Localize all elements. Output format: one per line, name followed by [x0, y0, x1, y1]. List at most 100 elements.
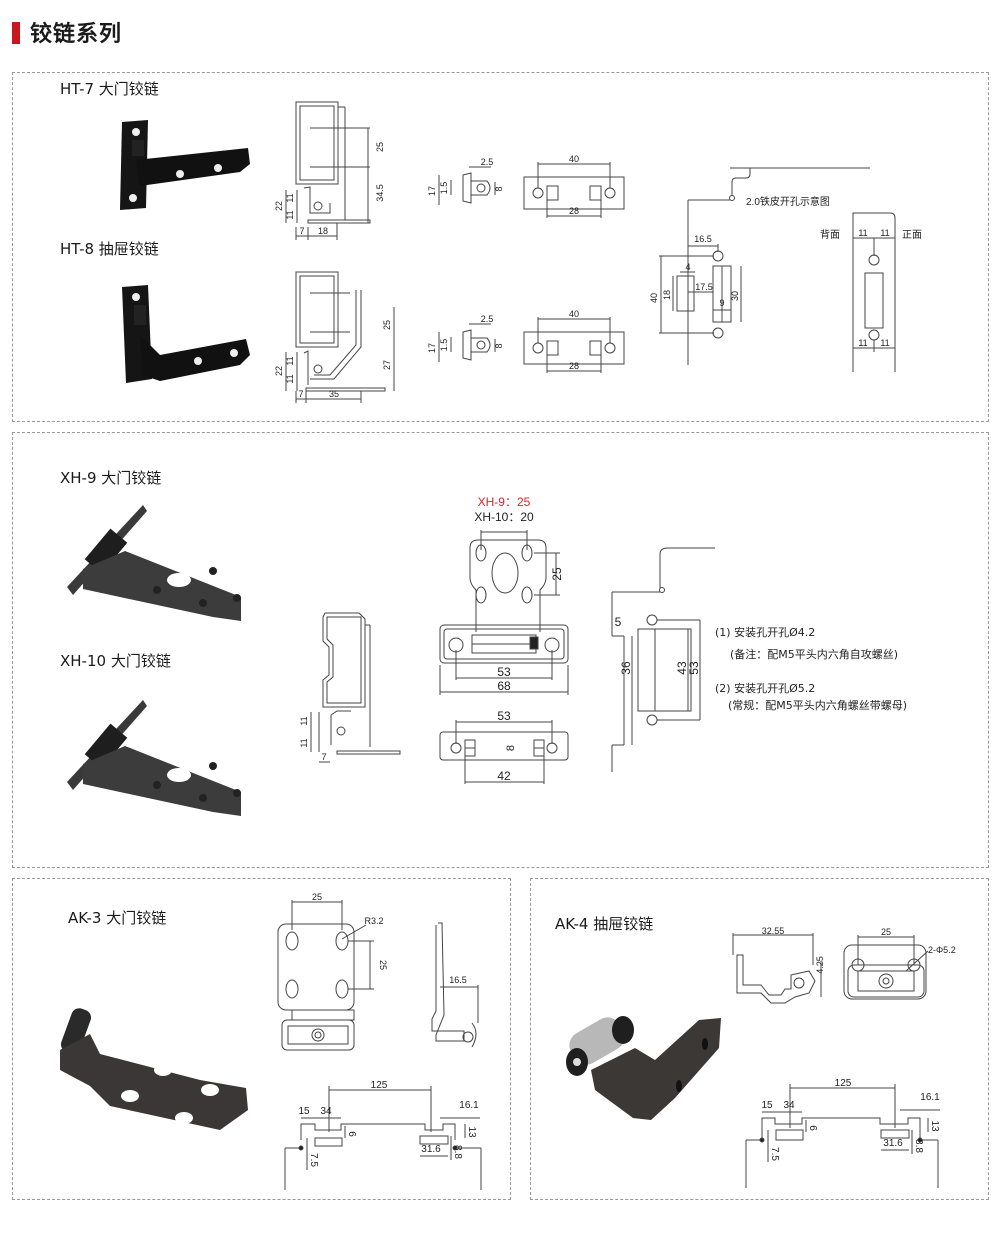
dim-label: 40	[569, 309, 579, 319]
dim-label: 25	[881, 927, 891, 937]
ht7-product-photo	[120, 120, 250, 210]
dim-label: 8	[494, 343, 504, 348]
dim-label: 4	[685, 262, 690, 272]
dim-label: 11	[858, 338, 867, 348]
ht7-knuckle-drawing: 2.5 17 1.5 8	[427, 157, 504, 205]
dim-label: 22	[274, 201, 284, 211]
dim-label: 25	[382, 320, 392, 330]
xh10-product-photo	[67, 700, 241, 816]
dim-label: 8.8	[913, 1139, 924, 1153]
ht7-plate-drawing: 40 28	[523, 154, 625, 218]
back-face-label: 背面	[820, 228, 840, 241]
dim-label: 36	[619, 661, 633, 675]
dim-label: 18	[662, 290, 672, 300]
dim-label: 17	[427, 186, 437, 196]
install-note-2: (2) 安装孔开孔Ø5.2	[715, 682, 816, 695]
dim-label: 40	[569, 154, 579, 164]
dim-label: 43	[675, 661, 689, 675]
dim-label: 17.5	[695, 282, 713, 292]
dim-label: 25	[312, 892, 322, 902]
dim-label: 11	[285, 193, 295, 202]
dim-label: 11	[880, 338, 889, 348]
xh9-product-photo	[67, 505, 241, 621]
dim-label: 125	[371, 1080, 388, 1091]
dim-label: 32.55	[762, 926, 785, 936]
dim-label: 35	[329, 389, 339, 399]
variant-xh9-label: XH-9：25	[478, 495, 531, 509]
dim-label: 31.6	[883, 1138, 903, 1149]
panel-xh-series	[12, 432, 989, 868]
dim-label: 31.6	[421, 1144, 441, 1155]
dim-label: 17	[427, 343, 437, 353]
dim-label: 8.8	[452, 1145, 463, 1159]
dim-label: 11	[299, 716, 309, 725]
ak4-product-photo	[566, 1016, 721, 1120]
dim-label: 1.5	[439, 339, 449, 352]
dim-label: 16.1	[459, 1100, 479, 1111]
dim-label: 6	[807, 1125, 818, 1131]
dim-label: 28	[569, 361, 579, 371]
ak4-front-drawing: 25 2-Φ5.2	[843, 927, 956, 1000]
dim-label: 22	[274, 366, 284, 376]
xh-cutout-diagram: 5 36 43 53	[611, 547, 715, 772]
page-title: 铰链系列	[30, 22, 123, 47]
dim-label: 8	[505, 745, 517, 751]
dim-label: 27	[382, 360, 392, 370]
dim-label: 7.5	[769, 1147, 780, 1161]
dim-label: 25	[378, 960, 388, 970]
xh-side-drawing: 11 11 7	[299, 612, 401, 763]
ak3-cutout-diagram: 125 15 34 16.1 13 6 7.5 31.6 8.8	[284, 1080, 482, 1190]
product-title-ak3: AK-3 大门铰链	[68, 909, 167, 927]
dim-label: 13	[466, 1126, 477, 1138]
ht-cutout-diagram: 2.0铁皮开孔示意图 16.5 4 17.5 40 18 9 30 背面 正面 …	[649, 167, 922, 372]
dim-label: 34.5	[375, 184, 385, 202]
dim-label: 15	[761, 1100, 773, 1111]
panel-ak3	[12, 878, 511, 1200]
panel-ht-series	[12, 72, 989, 422]
ak3-product-photo	[60, 1008, 248, 1130]
dim-label: 11	[299, 738, 309, 747]
dim-label: 5	[615, 615, 622, 629]
dim-label: 11	[285, 210, 295, 219]
dim-label: 2.5	[481, 157, 494, 167]
install-note-1: (1) 安装孔开孔Ø4.2	[715, 626, 816, 639]
product-title-ht7: HT-7 大门铰链	[60, 80, 159, 98]
dim-label: 7	[298, 389, 303, 399]
dim-label: 53	[687, 661, 701, 675]
dim-label: 9	[719, 298, 724, 308]
cutout-caption: 2.0铁皮开孔示意图	[746, 195, 830, 208]
dim-label: 11	[285, 374, 295, 383]
ht8-knuckle-drawing: 2.5 17 1.5 8	[427, 314, 504, 362]
title-accent-bar	[12, 22, 20, 44]
dim-label: 25	[375, 142, 385, 152]
ak4-side-drawing: 32.55 4.25	[732, 926, 825, 1004]
dim-label: 11	[285, 356, 295, 365]
dim-label: 18	[318, 226, 328, 236]
dim-label: 34	[320, 1106, 332, 1117]
install-note-2-remark: (常规：配M5平头内六角螺丝带螺母)	[728, 699, 908, 712]
dim-label: 28	[569, 206, 579, 216]
front-face-label: 正面	[902, 230, 922, 241]
product-title-xh9: XH-9 大门铰链	[60, 469, 162, 487]
dim-label: 8	[494, 186, 504, 191]
dim-label: 53	[497, 665, 511, 679]
dim-label: 11	[858, 228, 867, 238]
dim-label: 125	[835, 1078, 852, 1089]
dim-label: 16.1	[920, 1092, 940, 1103]
dim-label: 16.5	[694, 234, 712, 244]
ht7-side-drawing: 25 34.5 22 11 11 7 18	[274, 101, 385, 240]
dim-label: 13	[929, 1120, 940, 1132]
dim-label: R3.2	[364, 916, 383, 926]
dim-label: 42	[497, 769, 511, 783]
panel-ak4	[530, 878, 989, 1200]
dim-label: 7	[299, 226, 304, 236]
dim-label: 11	[880, 228, 889, 238]
dim-label: 25	[550, 567, 564, 581]
dim-label: 1.5	[439, 182, 449, 195]
dim-label: 15	[298, 1106, 310, 1117]
ak4-cutout-diagram: 125 15 34 16.1 13 6 7.5 31.6 8.8	[745, 1078, 940, 1188]
ht8-side-drawing: 25 27 22 11 11 7 35	[274, 271, 395, 403]
dim-label: 68	[497, 679, 511, 693]
dim-label: 6	[346, 1131, 357, 1137]
dim-label: 4.25	[815, 956, 825, 974]
